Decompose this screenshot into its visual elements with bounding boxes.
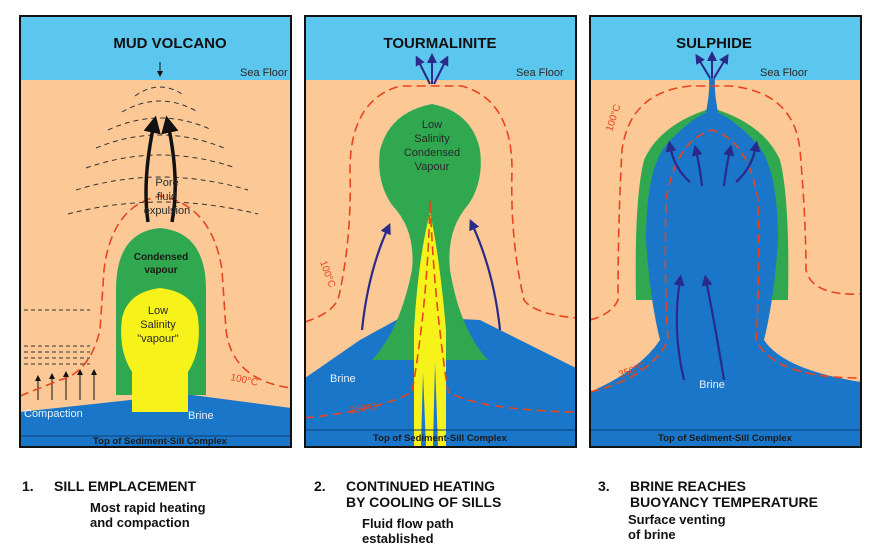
- caption-heading: BRINE REACHES: [630, 478, 818, 494]
- caption-sub-line: of brine: [628, 527, 818, 542]
- brine-label: Brine: [699, 379, 725, 391]
- panel-title: MUD VOLCANO: [113, 35, 227, 52]
- caption-number: 2.: [314, 478, 346, 510]
- caption-sub-line: and compaction: [90, 515, 206, 530]
- panel-title: TOURMALINITE: [383, 35, 496, 52]
- compaction-label: Compaction: [24, 408, 83, 420]
- low-salinity-label-2: Salinity: [140, 319, 176, 331]
- condensed-label-2: vapour: [144, 265, 177, 276]
- base-label: Top of Sediment-Sill Complex: [93, 436, 228, 447]
- brine-label: Brine: [330, 373, 356, 385]
- vapour-label-4: Vapour: [415, 161, 450, 173]
- base-label: Top of Sediment-Sill Complex: [373, 433, 508, 444]
- caption-heading: BY COOLING OF SILLS: [346, 494, 501, 510]
- low-salinity-label-3: "vapour": [137, 333, 179, 345]
- low-salinity-label-1: Low: [148, 305, 168, 317]
- pore-fluid-label-2: fluid: [157, 191, 177, 203]
- base-label: Top of Sediment-Sill Complex: [658, 433, 793, 444]
- sea-floor-label: Sea Floor: [516, 67, 564, 79]
- panel-title: SULPHIDE: [676, 35, 752, 52]
- pore-fluid-label-1: Pore: [155, 177, 178, 189]
- vapour-label-1: Low: [422, 119, 442, 131]
- panel-sulphide: SULPHIDE Sea Floor 100°C 350°C Brine Top…: [590, 16, 861, 447]
- condensed-label-1: Condensed: [134, 252, 188, 263]
- pore-fluid-label-3: expulsion: [144, 205, 190, 217]
- caption-heading: CONTINUED HEATING: [346, 478, 501, 494]
- vapour-label-2: Salinity: [414, 133, 450, 145]
- caption-heading: BUOYANCY TEMPERATURE: [630, 494, 818, 510]
- sea-floor-label: Sea Floor: [760, 67, 808, 79]
- caption-number: 1.: [22, 478, 54, 494]
- caption-heading: SILL EMPLACEMENT: [54, 478, 196, 494]
- panel-tourmalinite: TOURMALINITE Sea Floor Low Salinity Cond…: [305, 16, 576, 447]
- caption-sub-line: Surface venting: [628, 512, 818, 527]
- vapour-label-3: Condensed: [404, 147, 460, 159]
- panel-mud-volcano: MUD VOLCANO Sea Floor Pore fluid expulsi…: [20, 16, 291, 447]
- caption-sub-line: Fluid flow path: [362, 516, 501, 531]
- caption-sub-line: Most rapid heating: [90, 500, 206, 515]
- caption-sub-line: established: [362, 531, 501, 546]
- caption-1: 1.SILL EMPLACEMENT Most rapid heating an…: [22, 478, 206, 530]
- brine-label: Brine: [188, 410, 214, 422]
- caption-number: 3.: [598, 478, 630, 510]
- sea-floor-label: Sea Floor: [240, 67, 288, 79]
